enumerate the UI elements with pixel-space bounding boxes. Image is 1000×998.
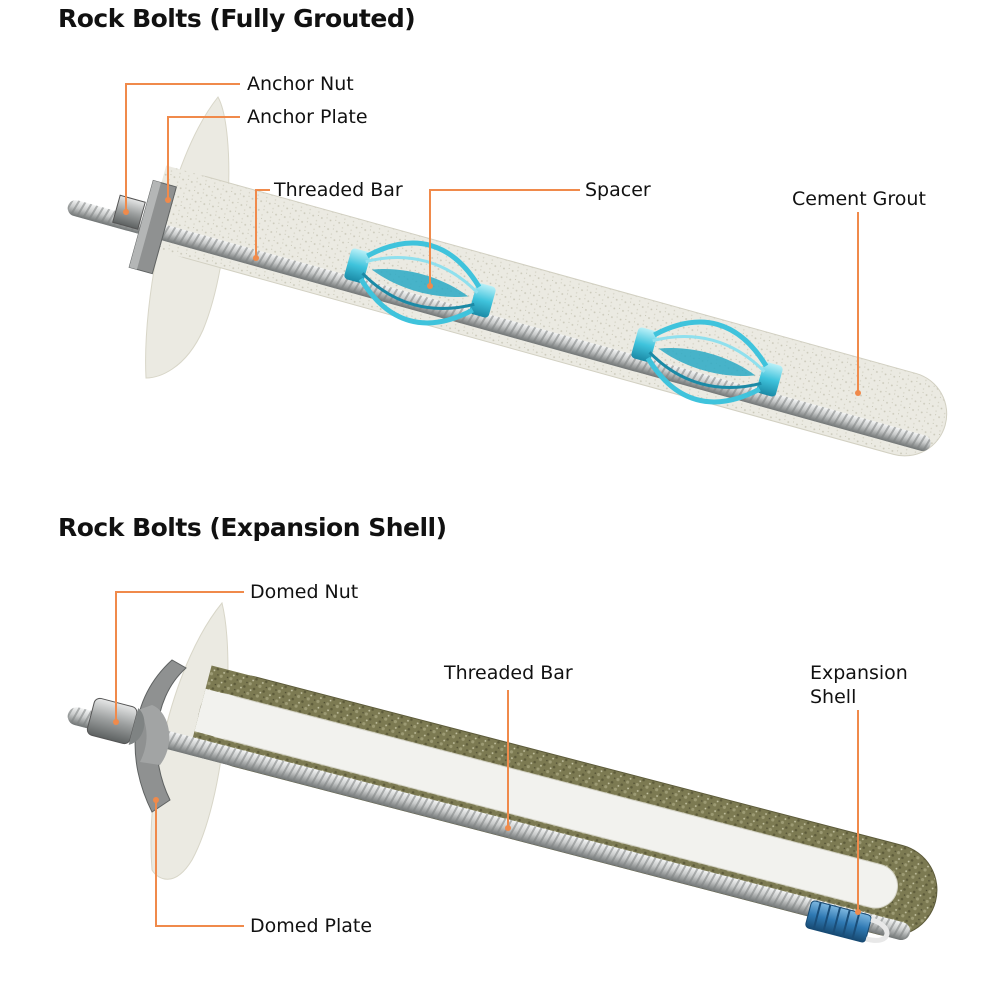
label-cement-grout: Cement Grout <box>792 188 926 210</box>
domed-nut-leader <box>115 591 244 722</box>
anchor-nut-leader <box>125 83 240 212</box>
label-expansion-shell-line1: Expansion <box>810 662 908 684</box>
label-domed-plate: Domed Plate <box>250 915 373 937</box>
label-anchor-plate: Anchor Plate <box>247 106 368 128</box>
expansion-shell <box>805 900 890 943</box>
threaded-bar <box>67 200 931 452</box>
fully-grouted-bolt <box>67 83 948 457</box>
leader-dots-1 <box>123 197 861 396</box>
domed-plate <box>134 659 187 813</box>
spacer-1 <box>344 240 496 326</box>
anchor-plate-leader <box>167 116 240 200</box>
label-expansion-shell-line2: Shell <box>810 686 857 708</box>
label-anchor-nut: Anchor Nut <box>247 73 354 95</box>
label-spacer: Spacer <box>585 179 651 201</box>
threaded-bar <box>67 707 911 941</box>
label-threaded-bar-1: Threaded Bar <box>274 179 403 201</box>
leader-dots-2 <box>113 719 861 915</box>
leader-lines-2 <box>115 591 859 927</box>
threaded-bar-leader-1 <box>255 189 270 258</box>
label-threaded-bar-2: Threaded Bar <box>444 662 573 684</box>
anchor-plate <box>128 179 178 275</box>
domed-nut <box>86 697 145 745</box>
expansion-shell-bolt <box>67 591 938 943</box>
title-fully-grouted: Rock Bolts (Fully Grouted) <box>58 4 416 33</box>
title-expansion-shell: Rock Bolts (Expansion Shell) <box>58 513 447 542</box>
leader-lines-1 <box>125 83 859 393</box>
label-domed-nut: Domed Nut <box>250 581 359 603</box>
spacer-2 <box>631 319 783 405</box>
spacer-leader <box>429 189 580 286</box>
domed-plate-leader <box>155 800 244 927</box>
borehole <box>188 665 938 937</box>
